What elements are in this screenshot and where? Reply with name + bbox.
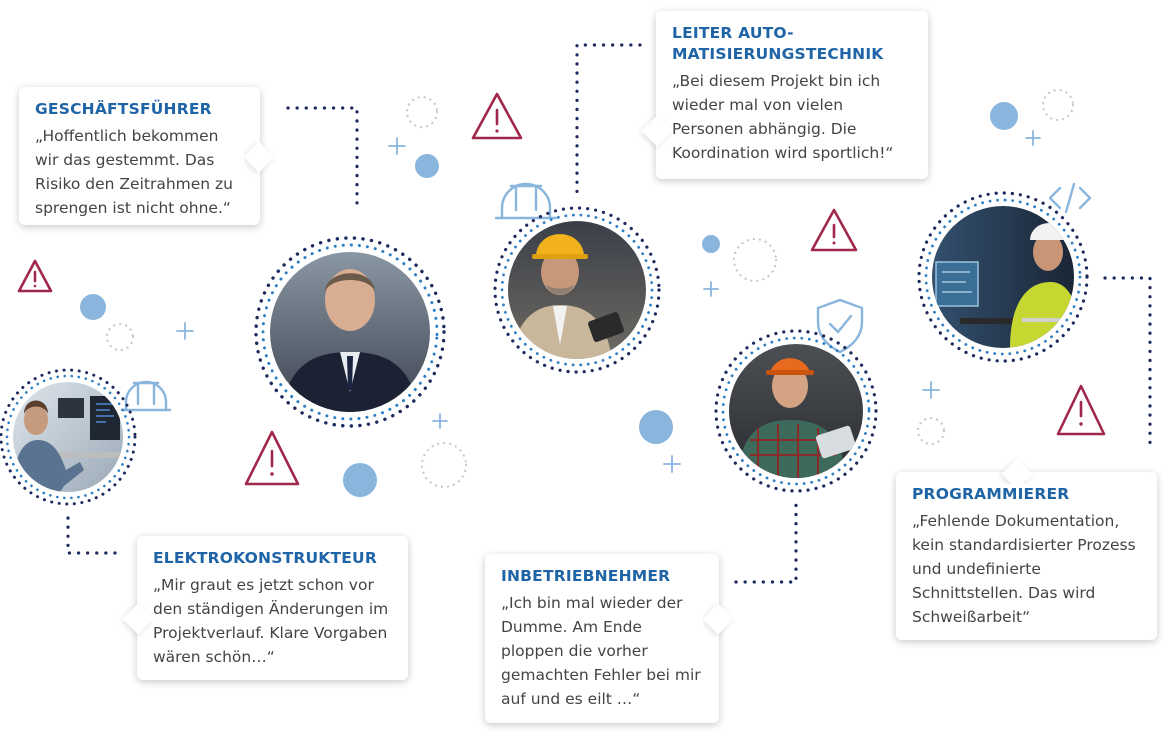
card-title-line1: LEITER AUTO- <box>672 24 794 42</box>
warning-icon <box>17 259 53 293</box>
ornament-circle <box>105 322 135 352</box>
card-title: GESCHÄFTSFÜHRER <box>35 100 212 118</box>
card-quote: „Ich bin mal wieder der Dumme. Am Ende p… <box>501 594 701 708</box>
warning-icon <box>244 430 300 486</box>
photo-ring-leiter <box>493 206 661 374</box>
card-geschaeftsfuehrer: GESCHÄFTSFÜHRER „Hoffentlich bekommen wi… <box>19 87 275 225</box>
plus-icon <box>432 413 448 429</box>
plus-icon <box>663 455 681 473</box>
ornament-circle <box>1041 88 1075 122</box>
warning-icon <box>1056 384 1106 436</box>
photo-inbetriebnehmer <box>729 344 863 478</box>
card-programmierer: PROGRAMMIERER „Fehlende Dokumentation, k… <box>896 458 1157 640</box>
hardhat-icon <box>120 380 172 412</box>
card-title: ELEKTROKONSTRUKTEUR <box>153 549 377 567</box>
ornament-dot <box>415 154 439 178</box>
connector-programmierer <box>1103 276 1152 452</box>
ornament-dot <box>80 294 106 320</box>
connector-geschaeftsfuehrer <box>286 106 359 212</box>
photo-ring-programmierer <box>917 191 1089 363</box>
plus-icon <box>1025 130 1041 146</box>
photo-leiter <box>508 221 646 359</box>
photo-elektrokonstrukteur <box>13 382 123 492</box>
code-icon <box>1048 182 1092 214</box>
plus-icon <box>922 381 940 399</box>
photo-geschaeftsfuehrer <box>270 252 430 412</box>
connector-leiter <box>575 43 642 194</box>
photo-ring-geschaeftsfuehrer <box>254 236 446 428</box>
warning-icon <box>810 208 858 252</box>
card-quote: „Fehlende Dokumentation, kein standardis… <box>912 512 1136 626</box>
card-quote: „Bei diesem Projekt bin ich wieder mal v… <box>672 72 894 162</box>
plus-icon <box>703 281 719 297</box>
connector-inbetriebnehmer <box>734 503 798 584</box>
card-title: LEITER AUTO- MATISIERUNGSTECHNIK <box>672 23 912 65</box>
connector-elektrokonstrukteur <box>66 516 120 555</box>
card-title: PROGRAMMIERER <box>912 485 1070 503</box>
card-title: INBETRIEBNEHMER <box>501 567 671 585</box>
ornament-dot <box>990 102 1018 130</box>
hardhat-icon <box>494 182 558 220</box>
card-inbetriebnehmer: INBETRIEBNEHMER „Ich bin mal wieder der … <box>485 554 734 723</box>
card-quote: „Mir graut es jetzt schon vor den ständi… <box>153 576 389 666</box>
ornament-circle <box>420 441 468 489</box>
card-title-line2: MATISIERUNGSTECHNIK <box>672 45 884 63</box>
card-leiter-automatisierungstechnik: LEITER AUTO- MATISIERUNGSTECHNIK „Bei die… <box>641 11 928 179</box>
ornament-dot <box>702 235 720 253</box>
ornament-dot <box>639 410 673 444</box>
photo-programmierer <box>932 206 1074 348</box>
card-quote: „Hoffentlich bekommen wir das gestemmt. … <box>35 127 233 217</box>
plus-icon <box>176 322 194 340</box>
ornament-dot <box>343 463 377 497</box>
card-elektrokonstrukteur: ELEKTROKONSTRUKTEUR „Mir graut es jetzt … <box>122 536 408 680</box>
ornament-circle <box>732 237 778 283</box>
warning-icon <box>471 92 523 140</box>
photo-ring-inbetriebnehmer <box>714 329 878 493</box>
ornament-circle <box>916 416 946 446</box>
ornament-circle <box>405 95 439 129</box>
photo-ring-elektrokonstrukteur <box>0 368 137 506</box>
shield-check-icon <box>816 298 864 354</box>
plus-icon <box>388 137 406 155</box>
